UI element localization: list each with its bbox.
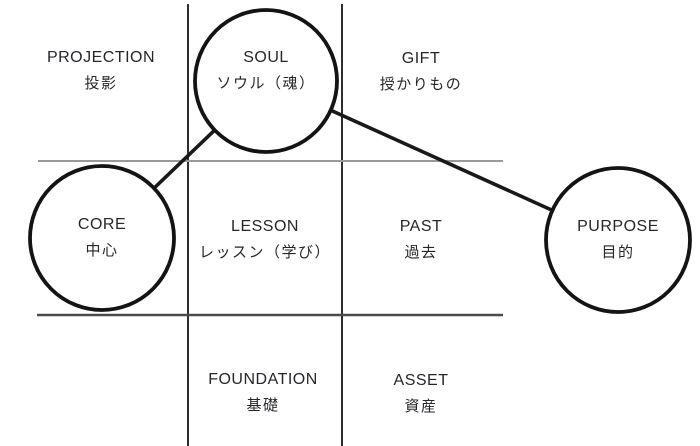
cell-lesson-label-ja: レッスン（学び） [198,244,332,261]
purpose-node: PURPOSE 目的 [577,214,659,266]
cell-past-label-ja: 過去 [404,244,438,261]
cell-lesson: LESSON レッスン（学び） [199,214,331,266]
purpose-node-label-ja: 目的 [601,244,635,261]
soul-node-circle [193,8,339,154]
cell-foundation-label-en: FOUNDATION [208,371,318,388]
cell-gift-label-ja: 授かりもの [379,76,463,93]
cell-asset-label-ja: 資産 [404,398,438,415]
core-node-circle [28,164,176,312]
cell-projection: PROJECTION 投影 [47,45,155,97]
cell-foundation: FOUNDATION 基礎 [208,367,318,419]
core-node-label-en: CORE [77,216,127,233]
cell-asset-label-en: ASSET [393,372,449,389]
cell-lesson-label-en: LESSON [231,218,299,235]
core-node: CORE 中心 [78,212,126,264]
purpose-node-circle [544,166,692,314]
cell-past-label-en: PAST [399,218,443,235]
purpose-node-label-en: PURPOSE [577,218,659,235]
cell-foundation-label-ja: 基礎 [246,397,280,414]
soul-node-label-en: SOUL [243,49,289,66]
cell-gift: GIFT 授かりもの [380,46,463,98]
cell-past: PAST 過去 [400,214,443,266]
soul-node: SOUL ソウル（魂） [216,45,315,97]
cell-gift-label-en: GIFT [401,50,441,67]
core-node-label-ja: 中心 [85,242,119,259]
soul-node-label-ja: ソウル（魂） [216,75,316,92]
cell-asset: ASSET 資産 [394,368,449,420]
cell-projection-label-ja: 投影 [84,75,118,92]
cell-projection-label-en: PROJECTION [46,49,156,66]
